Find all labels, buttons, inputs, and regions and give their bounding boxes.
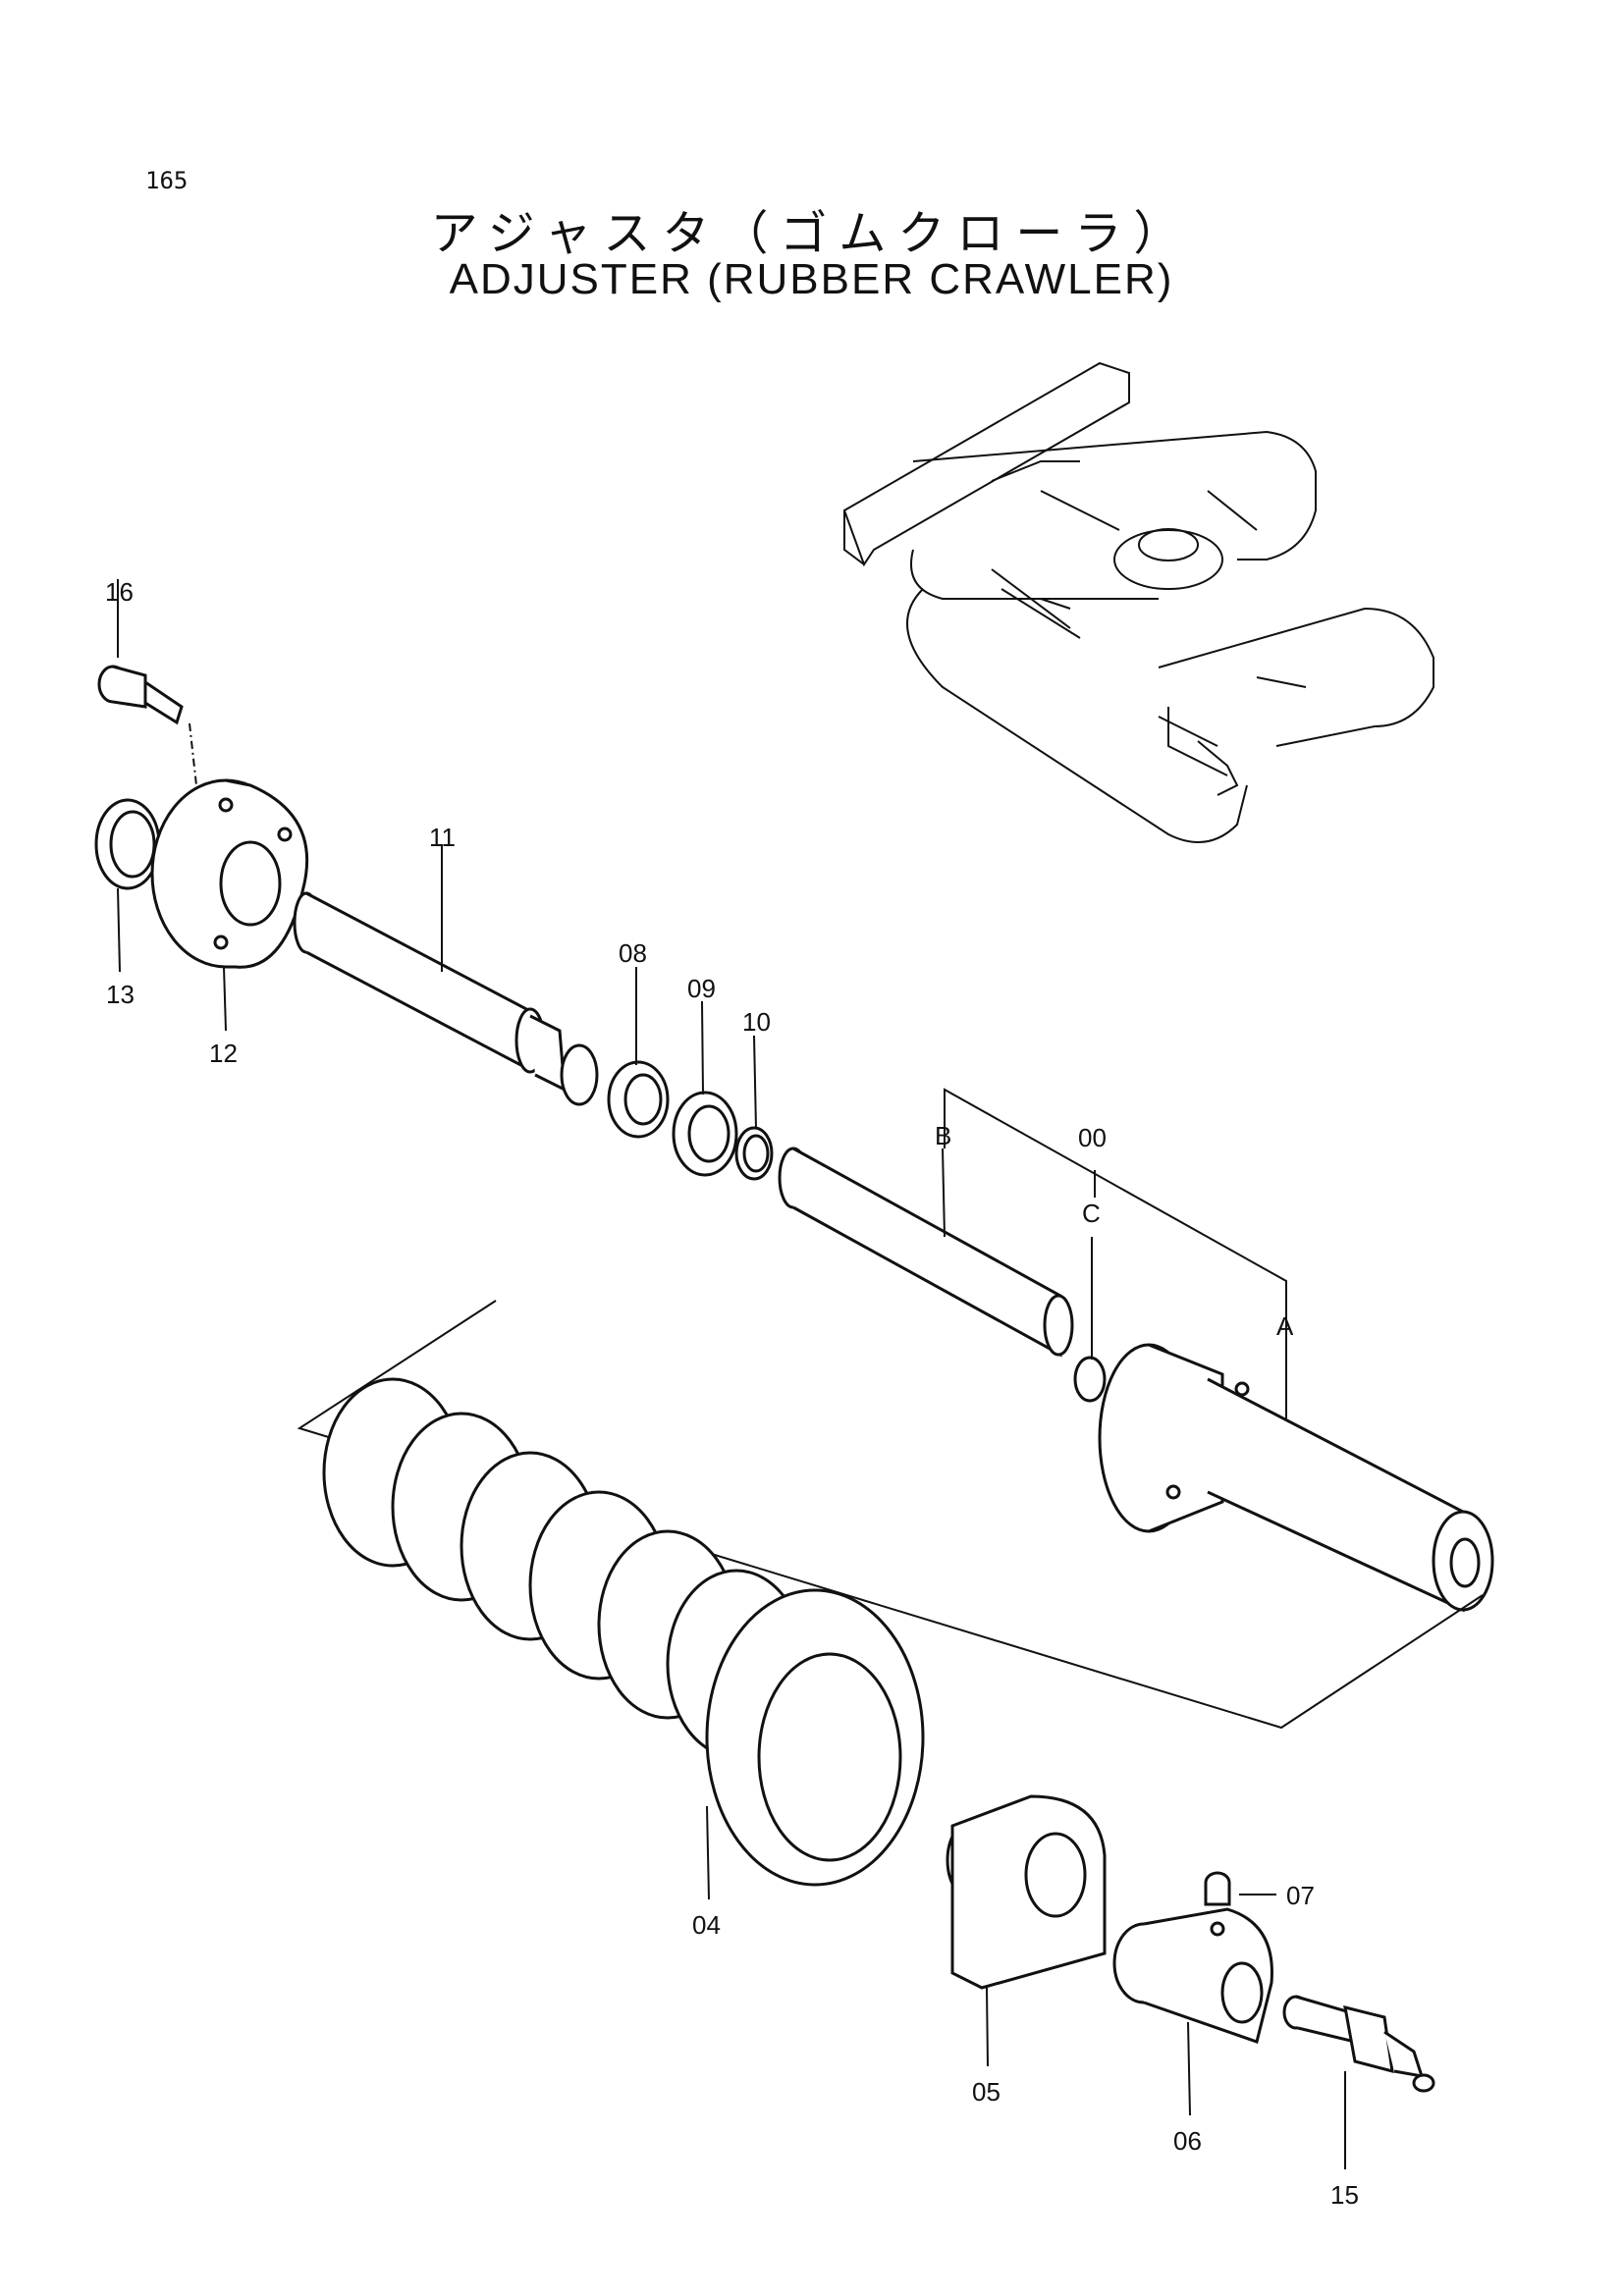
part-06-nut [1112,1907,1273,2116]
callout-label-11: 11 [429,823,456,852]
callout-label-12: 12 [209,1039,238,1068]
assembly-bracket-spring [297,1300,1484,1730]
leader-line-16 [189,722,251,816]
part-13-seal [94,798,161,973]
callout-label-16: 16 [105,577,134,607]
part-05-bracket [946,1794,1107,2067]
part-09-bearing [672,1000,738,1177]
title-english: ADJUSTER (RUBBER CRAWLER) [449,255,1174,303]
part-04-spring [322,1377,925,1900]
callout-label-10: 10 [742,1007,771,1037]
callout-label-15: 15 [1330,2180,1359,2210]
callout-label-08: 08 [619,938,647,968]
part-B-rod [778,1095,1074,1358]
callout-label-05: 05 [972,2077,1001,2107]
part-C-o-ring [1073,1237,1107,1403]
part-15-grease-valve [1282,1995,1435,2169]
part-07-fitting [1204,1871,1276,1906]
assembly-bracket-00 [944,1088,1287,1364]
callout-label-07: 07 [1286,1881,1315,1910]
callout-label-06: 06 [1173,2126,1202,2156]
callout-label-09: 09 [687,974,716,1003]
part-12-flange [150,778,309,1032]
title-japanese: アジャスタ（ゴムクローラ） [430,206,1193,261]
callout-label-13: 13 [106,980,135,1009]
part-10-snap-ring [734,1035,774,1181]
callout-label-A: A [1276,1311,1294,1341]
part-11-shaft [293,844,599,1106]
callout-label-C: C [1082,1199,1101,1228]
callout-label-04: 04 [692,1910,721,1940]
page-number: 165 [145,167,189,194]
part-08-collar [607,967,670,1139]
part-16-bolt [97,579,184,725]
callout-label-00: 00 [1078,1123,1107,1152]
machine-overview-illustration [842,361,1434,843]
part-A-cylinder [1098,1343,1494,1613]
callout-label-B: B [935,1121,951,1150]
